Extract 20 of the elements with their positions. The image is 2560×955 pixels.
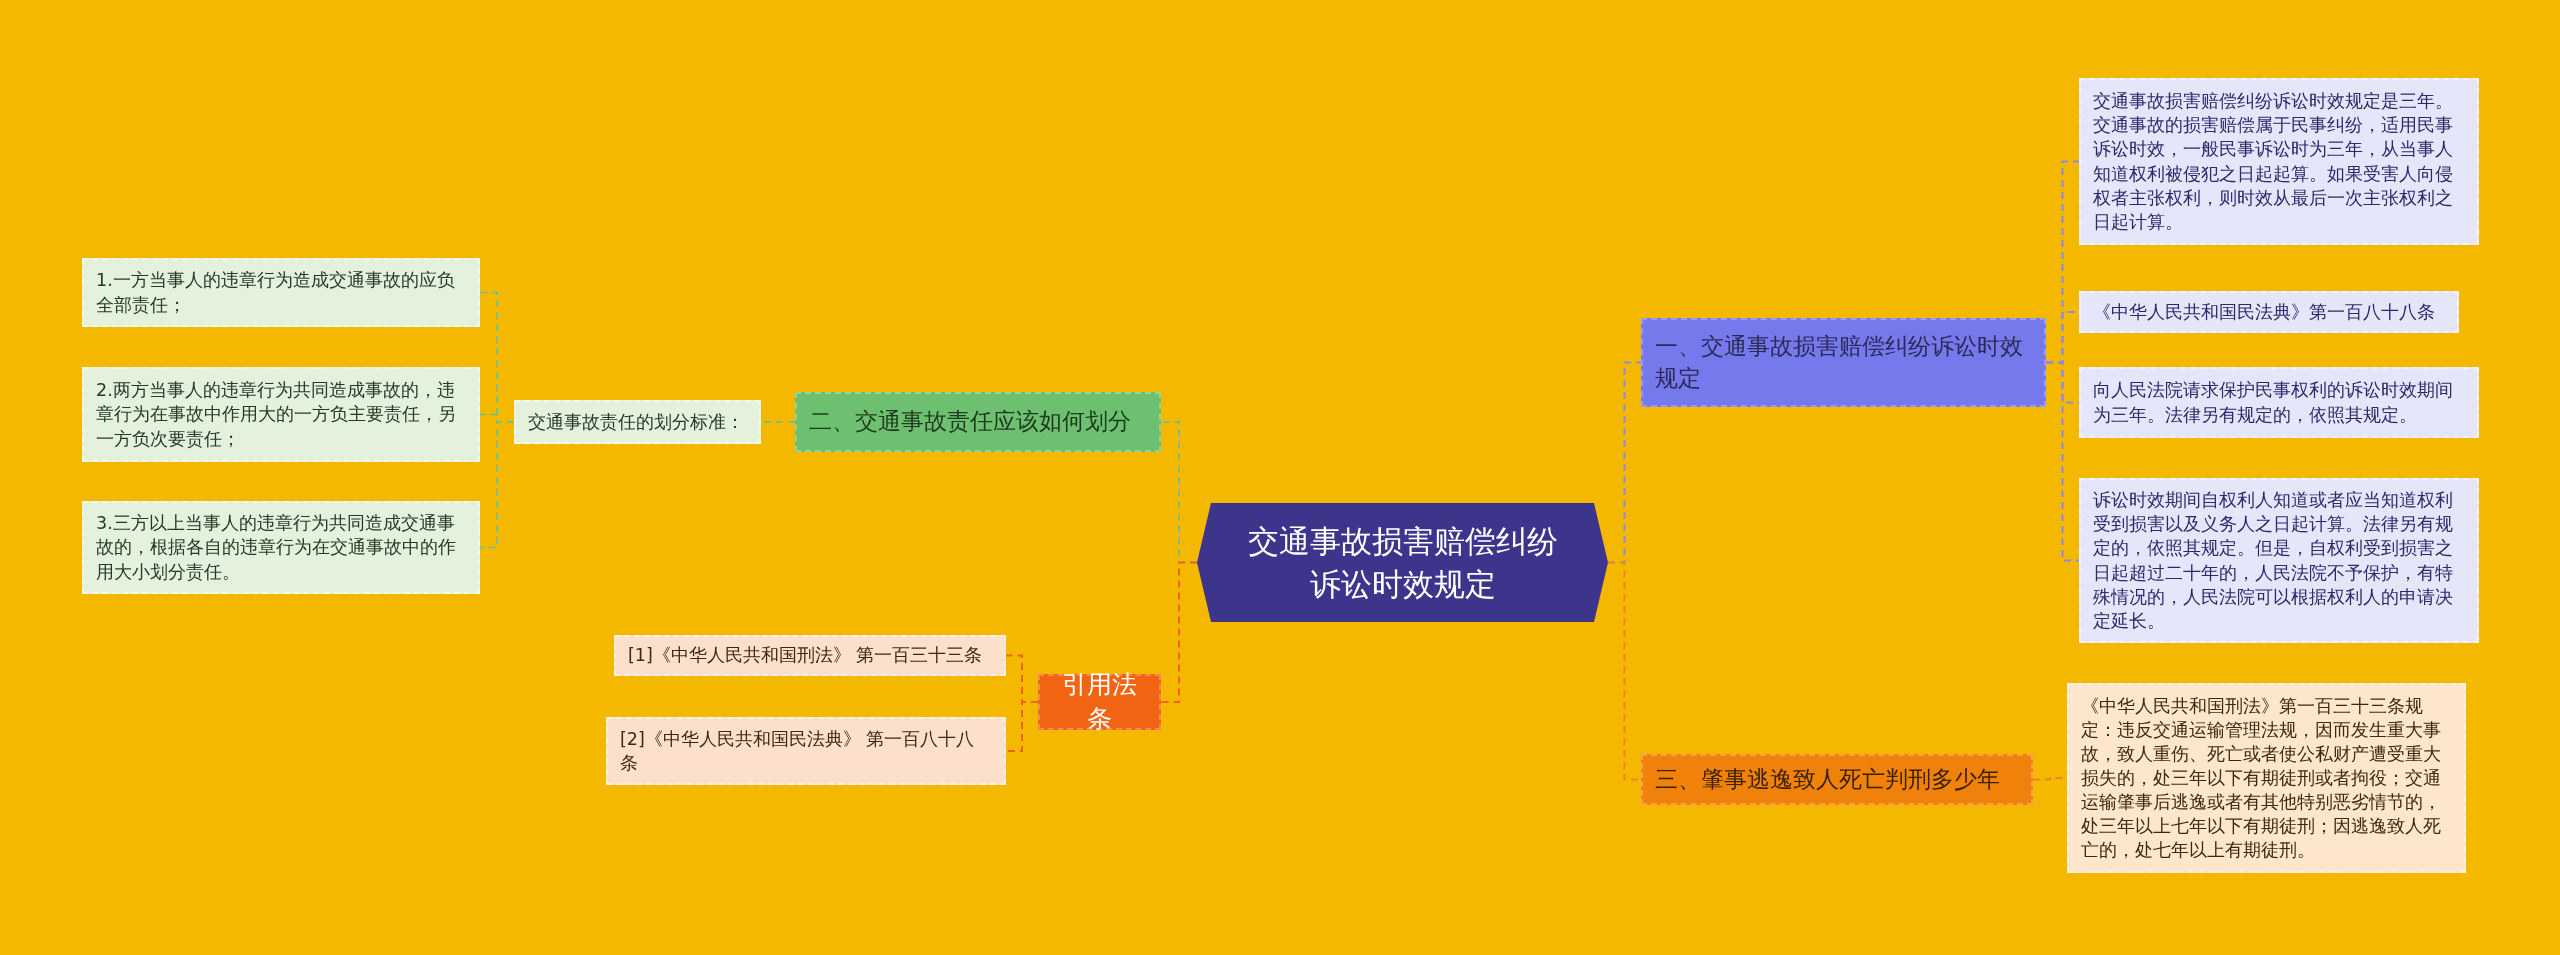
text-box: 交通事故责任的划分标准： (514, 400, 761, 444)
text-box: 3.三方以上当事人的违章行为共同造成交通事故的，根据各自的违章行为在交通事故中的作用大小划分责任。 (82, 501, 480, 594)
text-box: 2.两方当事人的违章行为共同造成事故的，违章行为在事故中作用大的一方负主要责任，另一方负次要责任； (82, 367, 480, 462)
text-box: 1.一方当事人的违章行为造成交通事故的应负全部责任； (82, 258, 480, 327)
connector-line (2045, 361, 2080, 562)
topic-box: 二、交通事故责任应该如何划分 (795, 392, 1161, 452)
connector-line (1160, 561, 1198, 703)
topic-box: 引用法条 (1038, 674, 1161, 730)
text-box: 《中华人民共和国民法典》第一百八十八条 (2079, 291, 2459, 333)
text-box: 向人民法院请求保护民事权利的诉讼时效期间为三年。法律另有规定的，依照其规定。 (2079, 367, 2479, 438)
connector-line (1005, 701, 1039, 752)
text-box: [1]《中华人民共和国刑法》 第一百三十三条 (614, 635, 1006, 676)
topic-box: 三、肇事逃逸致人死亡判刑多少年 (1641, 754, 2033, 805)
connector-line (479, 421, 515, 549)
text-box: [2]《中华人民共和国民法典》 第一百八十八条 (606, 717, 1006, 785)
text-box: 交通事故损害赔偿纠纷诉讼时效规定是三年。交通事故的损害赔偿属于民事纠纷，适用民事诉讼时效，一般民事诉讼时为三年，从当事人知道权利被侵犯之日起起算。如果受害人向侵权者主张权利，则时效从最后一次主张权利之日起计算。 (2079, 78, 2479, 245)
topic-box: 一、交通事故损害赔偿纠纷诉讼时效规定 (1641, 318, 2046, 407)
text-box: 《中华人民共和国刑法》第一百三十三条规定：违反交通运输管理法规，因而发生重大事故，致人重伤、死亡或者使公私财产遭受重大损失的，处三年以下有期徒刑或者拘役；交通运输肇事后逃逸或者有其他特别恶劣情节的，处三年以上七年以下有期徒刑；因逃逸致人死亡的，处七年以上有期徒刑。 (2067, 683, 2466, 873)
text-box: 诉讼时效期间自权利人知道或者应当知道权利受到损害以及义务人之日起计算。法律另有规定的，依照其规定。但是，自权利受到损害之日起超过二十年的，人民法院不予保护，有特殊情况的，人民法院可以根据权利人的申请决定延长。 (2079, 478, 2479, 643)
central-topic-hexagon: 交通事故损害赔偿纠纷诉讼时效规定 (1197, 503, 1608, 622)
